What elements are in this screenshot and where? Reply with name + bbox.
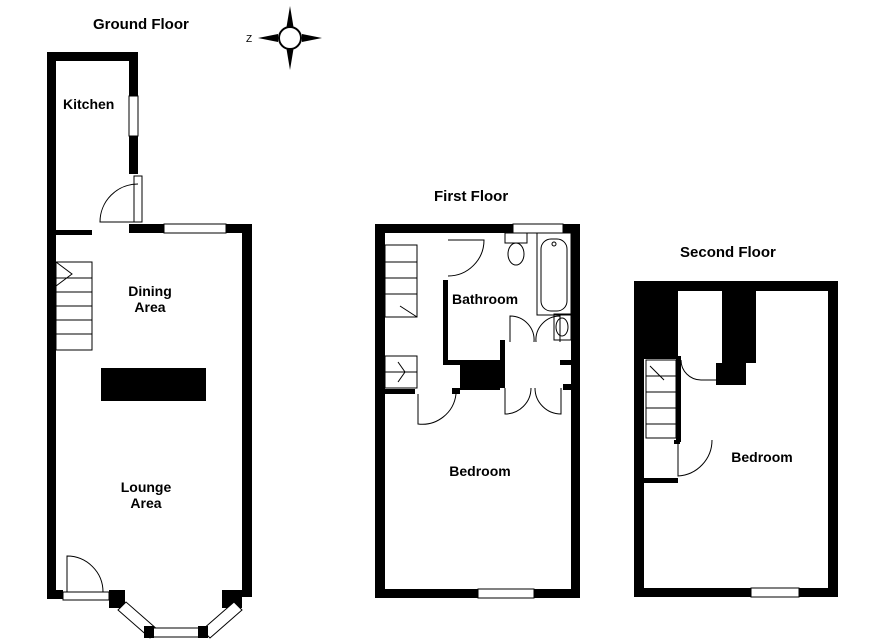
bathroom-label: Bathroom xyxy=(452,291,518,307)
chimney-breast-second xyxy=(722,291,756,363)
dining-label-line1: Dining xyxy=(128,283,172,299)
second-bedroom-label: Bedroom xyxy=(731,449,792,465)
dining-label-line2: Area xyxy=(134,299,165,315)
second-floor-plan: Bedroom xyxy=(634,281,838,598)
second-floor-title: Second Floor xyxy=(680,244,776,261)
kitchen-label: Kitchen xyxy=(63,96,114,112)
first-bedroom-label: Bedroom xyxy=(449,463,510,479)
ground-floor-title: Ground Floor xyxy=(93,16,189,33)
chimney-breast-first xyxy=(460,364,500,390)
first-floor-title: First Floor xyxy=(434,188,508,205)
compass-label: Z xyxy=(246,34,252,45)
lounge-label-line1: Lounge xyxy=(121,479,172,495)
ground-floor-plan: Kitchen Dining Area Lounge Area xyxy=(47,52,252,639)
compass-icon: Z xyxy=(246,6,322,70)
lounge-label-line2: Area xyxy=(130,495,161,511)
first-floor-plan: Bathroom Bedroom xyxy=(375,223,580,599)
chimney-breast xyxy=(101,368,206,401)
